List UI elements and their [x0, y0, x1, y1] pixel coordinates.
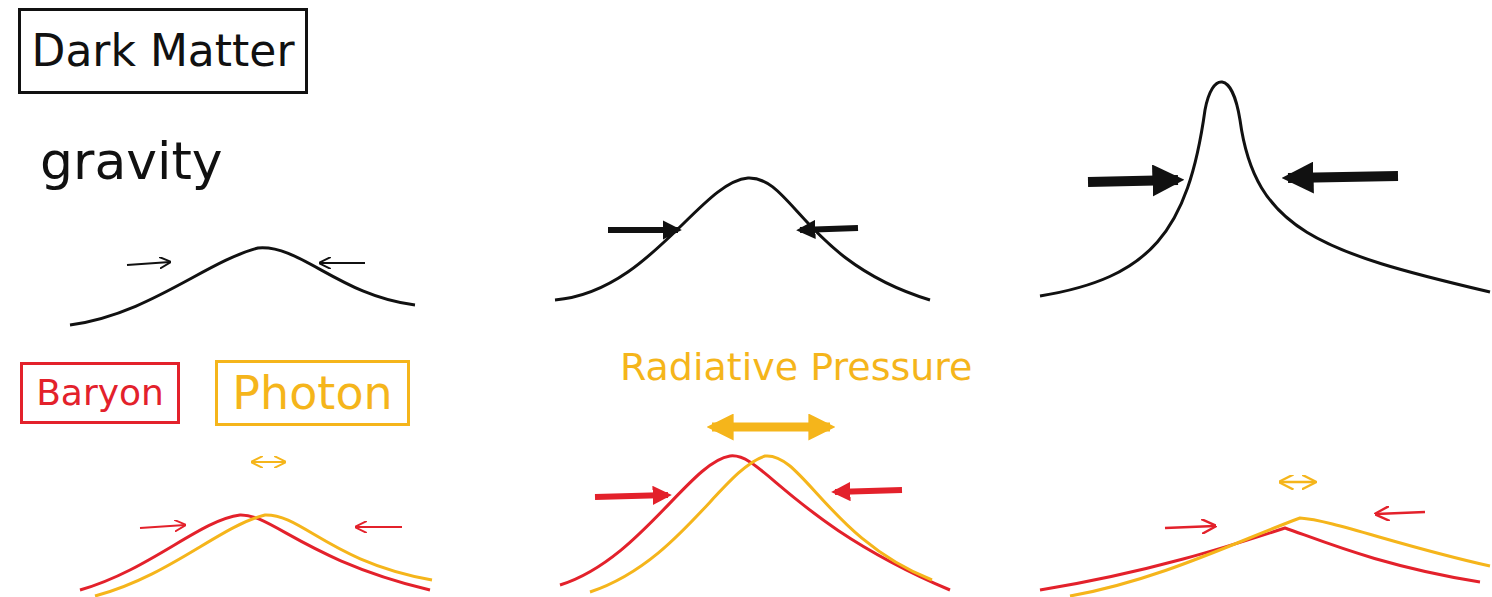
gravity-arrow: [1288, 176, 1398, 178]
baryon-curve: [560, 456, 950, 590]
legend-box: Baryon: [20, 362, 180, 424]
baryon-arrow: [140, 525, 185, 528]
baryon-arrow: [595, 495, 668, 497]
photon-curve: [95, 515, 432, 596]
box-title: Baryon: [36, 375, 164, 411]
legend-box: Dark Matter: [18, 8, 308, 94]
force-label: gravity: [40, 135, 223, 187]
baryon-curve: [1040, 528, 1480, 590]
baryon-arrow: [1165, 526, 1215, 528]
baryon-curve: [80, 515, 430, 590]
baryon-arrow: [835, 490, 902, 492]
gravity-arrow: [1088, 180, 1178, 182]
gravity-arrow: [800, 228, 858, 230]
gravity-arrow: [320, 262, 365, 264]
legend-box: Photon: [215, 360, 410, 426]
pressure-arrow: [1280, 481, 1315, 484]
baryon-arrow: [1376, 512, 1425, 514]
dark-matter-curve: [70, 248, 415, 325]
pressure-arrow: [252, 461, 285, 463]
box-title: Photon: [232, 370, 392, 416]
box-title: Dark Matter: [32, 29, 295, 73]
gravity-arrow: [127, 262, 170, 265]
dark-matter-curve: [1040, 82, 1490, 296]
dark-matter-curve: [555, 178, 930, 300]
photon-curve: [590, 456, 932, 592]
photon-curve: [1070, 518, 1490, 596]
gravity-arrow: [608, 227, 678, 233]
force-label: Radiative Pressure: [620, 348, 972, 386]
pressure-arrow: [712, 423, 830, 432]
baryon-arrow: [356, 526, 402, 528]
